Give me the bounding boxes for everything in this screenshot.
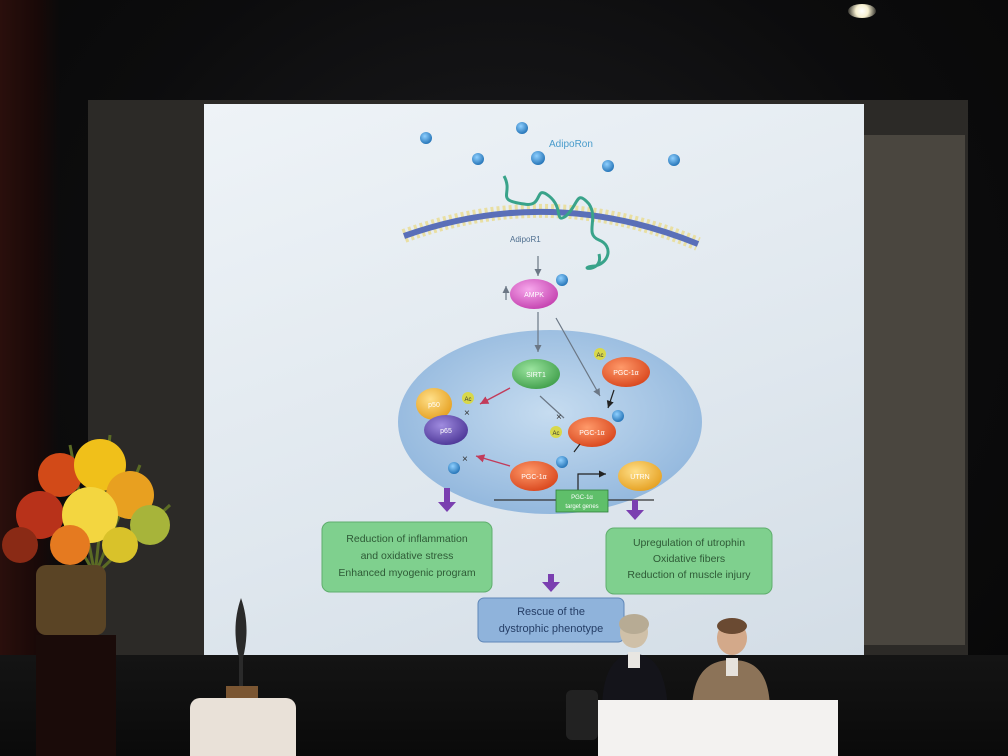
svg-text:Reduction of inflammation: Reduction of inflammation	[346, 533, 468, 545]
presentation-slide: AdipoRon AdipoR1 AMPK SIRT1 PGC-1α Ac PG	[204, 104, 864, 656]
flower-vase	[36, 565, 106, 635]
spotlight-image	[848, 4, 876, 18]
inhibit-mark: ×	[464, 408, 470, 419]
chair	[566, 690, 598, 740]
svg-text:Upregulation of utrophin: Upregulation of utrophin	[633, 537, 745, 549]
pgc1a-mid-node	[568, 417, 616, 447]
ampk-label: AMPK	[524, 292, 544, 299]
svg-text:Rescue of the: Rescue of the	[517, 606, 585, 618]
svg-text:dystrophic phenotype: dystrophic phenotype	[499, 623, 604, 635]
svg-text:and oxidative stress: and oxidative stress	[361, 550, 454, 562]
adiporon-label: AdipoRon	[549, 139, 593, 150]
pgc1a-mid-label: PGC-1α	[579, 430, 604, 437]
presenter-image	[602, 614, 668, 712]
flower-arrangement-image	[2, 434, 172, 577]
svg-text:Ac: Ac	[464, 397, 471, 403]
phospho-dot	[556, 274, 568, 286]
statue-base	[226, 686, 258, 698]
inhibit-mark: ×	[556, 412, 562, 423]
side-table	[190, 698, 296, 756]
presenter-image	[692, 618, 770, 712]
screen-side-panel	[855, 135, 965, 645]
adiporon-molecules	[420, 122, 680, 172]
svg-text:target genes: target genes	[565, 504, 598, 510]
svg-text:Enhanced myogenic program: Enhanced myogenic program	[338, 567, 475, 579]
utrn-label: UTRN	[630, 474, 649, 481]
ampk-node	[510, 279, 558, 309]
pathway-diagram: AdipoRon AdipoR1 AMPK SIRT1 PGC-1α Ac PG	[321, 122, 773, 643]
p50-label: p50	[428, 402, 440, 409]
adipor1-label: AdipoR1	[510, 235, 541, 244]
podium	[36, 635, 116, 756]
pgc1a-top-node	[602, 357, 650, 387]
adipor1-receptor	[502, 175, 610, 270]
svg-text:Ac: Ac	[552, 431, 559, 437]
stage-floor	[0, 655, 1008, 756]
outcome-box-right	[605, 527, 773, 595]
utrn-node	[618, 461, 662, 491]
target-genes-box	[555, 489, 609, 513]
p65-label: p65	[440, 428, 452, 435]
svg-text:Oxidative fibers: Oxidative fibers	[653, 553, 725, 565]
p50-node	[416, 388, 452, 420]
down-arrow	[542, 574, 560, 592]
inhibit-mark: ×	[462, 454, 468, 465]
pgc1a-bottom-label: PGC-1α	[521, 474, 546, 481]
pgc1a-top-label: PGC-1α	[613, 370, 638, 377]
sirt1-label: SIRT1	[526, 372, 546, 379]
down-arrow	[438, 488, 456, 512]
down-arrow	[626, 500, 644, 520]
p65-node	[424, 415, 468, 445]
acetyl-dot	[462, 392, 474, 404]
pgc1a-bottom-node	[510, 461, 558, 491]
svg-text:Ac: Ac	[596, 353, 603, 359]
phospho-dot	[556, 456, 568, 468]
phospho-dot	[612, 410, 624, 422]
panel-table	[598, 700, 838, 756]
sirt1-node	[512, 359, 560, 389]
phospho-dot	[448, 462, 460, 474]
outcome-box-left	[321, 521, 493, 593]
svg-text:Reduction of muscle injury: Reduction of muscle injury	[627, 569, 751, 581]
acetyl-dot	[594, 348, 606, 360]
cell-membrane	[401, 203, 701, 251]
acetyl-dot	[550, 426, 562, 438]
statue-image	[235, 598, 247, 688]
svg-text:PGC-1α: PGC-1α	[571, 495, 593, 501]
